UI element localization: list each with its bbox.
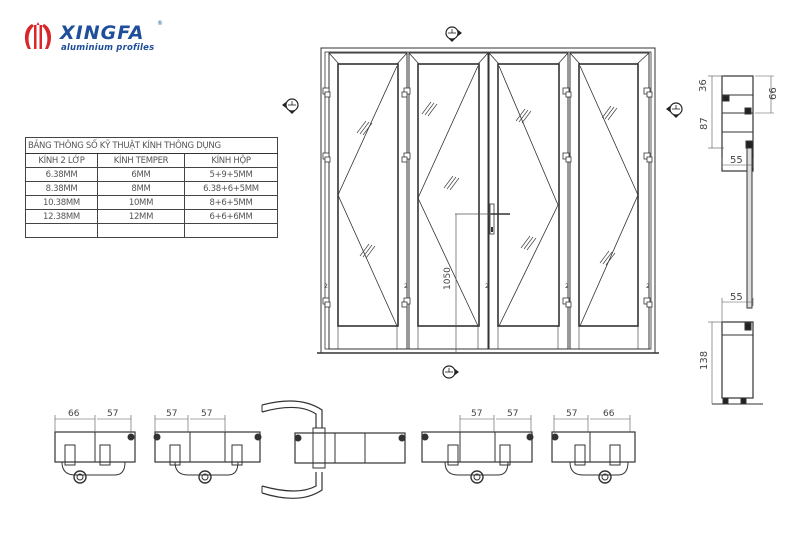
vertical-section-drawing xyxy=(708,75,774,405)
table-header-row: KÍNH 2 LỚP KÍNH TEMPER KÍNH HỘP xyxy=(25,153,278,168)
glass-spec-table: BẢNG THÔNG SỐ KỸ THUẬT KÍNH THÔNG DỤNG K… xyxy=(25,137,278,238)
door-panel-4 xyxy=(569,52,650,350)
door-panel-1 xyxy=(328,52,408,350)
door-panel-2 xyxy=(408,52,489,350)
dim-label: 57 xyxy=(107,409,118,419)
glass-hatch-marks xyxy=(356,101,618,266)
door-handle-icon xyxy=(489,203,510,235)
brand-logo: XINGFA ® aluminium profiles xyxy=(22,20,192,56)
section-marker-bottom-icon xyxy=(442,365,459,379)
svg-text:2: 2 xyxy=(404,283,408,290)
horizontal-section-5 xyxy=(551,415,636,484)
svg-text:2: 2 xyxy=(646,283,650,290)
dim-138: 138 xyxy=(699,351,710,370)
section-marker-right-icon xyxy=(666,102,683,118)
dim-36: 36 xyxy=(698,79,709,92)
xingfa-logo-icon xyxy=(24,22,52,49)
handle-height-label: 1050 xyxy=(443,267,453,290)
dim-label: 66 xyxy=(68,409,80,419)
svg-text:2: 2 xyxy=(565,283,569,290)
dim-label: 57 xyxy=(507,409,518,419)
door-panels xyxy=(328,52,650,350)
horizontal-section-1 xyxy=(54,415,136,484)
registered-mark: ® xyxy=(157,20,163,27)
dim-label: 57 xyxy=(566,409,577,419)
table-row: 8.38MM 8MM 6.38+6+5MM xyxy=(25,181,278,196)
handle-height-dimension xyxy=(455,213,492,353)
dim-87: 87 xyxy=(699,117,710,130)
brand-name: XINGFA xyxy=(60,22,145,44)
section-marker-left-icon xyxy=(282,98,299,114)
dim-label: 57 xyxy=(166,409,177,419)
dim-55-bottom: 55 xyxy=(730,292,743,303)
table-row: 10.38MM 10MM 8+6+5MM xyxy=(25,195,278,210)
brand-tagline: aluminium profiles xyxy=(61,43,155,53)
svg-text:2: 2 xyxy=(324,283,328,290)
dim-55-top: 55 xyxy=(730,155,743,166)
dim-label: 57 xyxy=(201,409,212,419)
dim-label: 57 xyxy=(471,409,482,419)
svg-text:2: 2 xyxy=(485,283,489,290)
horizontal-section-3-handle xyxy=(261,400,406,499)
horizontal-section-4 xyxy=(421,415,534,484)
lock-point-marks: 2 2 2 2 2 xyxy=(324,283,650,290)
horizontal-section-2 xyxy=(153,415,262,484)
door-panel-3 xyxy=(488,52,569,350)
section-marker-top-icon xyxy=(445,26,462,42)
hinge-icons xyxy=(322,87,653,308)
table-row-empty xyxy=(25,223,278,238)
dim-66: 66 xyxy=(768,87,779,100)
dim-label: 66 xyxy=(603,409,615,419)
table-cell xyxy=(184,223,278,238)
